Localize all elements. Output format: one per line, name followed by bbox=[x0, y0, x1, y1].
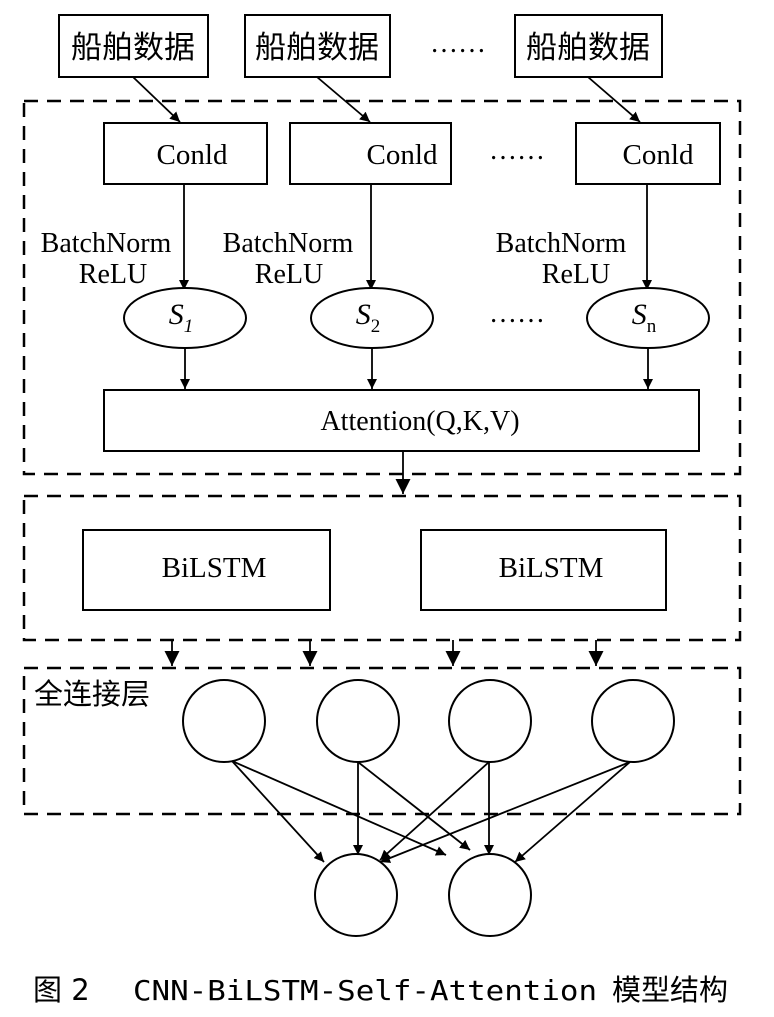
arrow-input-2-to-conv-2 bbox=[316, 76, 371, 123]
bilstm-box-1: BiLSTM bbox=[82, 529, 331, 611]
fc-neuron-4 bbox=[591, 679, 675, 763]
state-letter-2: S bbox=[356, 298, 371, 331]
relu-label-2: ReLU bbox=[255, 259, 323, 290]
svg-text:S1: S1 bbox=[169, 298, 194, 337]
figure-number: 图 2 bbox=[33, 973, 90, 1007]
state-sub-1: 1 bbox=[184, 316, 194, 337]
edge-n1-to-o1 bbox=[231, 760, 325, 863]
bilstm-group bbox=[22, 494, 742, 642]
output-neuron-1 bbox=[314, 853, 398, 937]
edge-n2-to-o2 bbox=[357, 761, 471, 851]
bilstm-label-1: BiLSTM bbox=[162, 552, 267, 584]
conv-box-2: Conld bbox=[289, 122, 452, 185]
conv-label-3: Conld bbox=[623, 139, 694, 171]
arrow-input-1-to-conv-1 bbox=[132, 76, 181, 123]
input-label-3: 船舶数据 bbox=[526, 30, 650, 66]
edge-n1-to-o2 bbox=[231, 760, 447, 856]
output-neuron-2 bbox=[448, 853, 532, 937]
input-box-1: 船舶数据 bbox=[58, 14, 209, 78]
fc-layer-label: 全连接层 bbox=[34, 677, 150, 711]
input-box-3: 船舶数据 bbox=[514, 14, 663, 78]
fc-neuron-2 bbox=[316, 679, 400, 763]
fc-neuron-1 bbox=[182, 679, 266, 763]
conv-ellipsis: …… bbox=[489, 135, 545, 166]
input-label-2: 船舶数据 bbox=[255, 30, 379, 66]
conv-label-1: Conld bbox=[157, 139, 228, 171]
figure-title-suffix: 模型结构 bbox=[612, 973, 728, 1007]
batchnorm-label-3: BatchNorm bbox=[496, 228, 627, 259]
attention-box: Attention(Q,K,V) bbox=[103, 389, 700, 452]
state-node-1: S1 bbox=[123, 287, 247, 349]
arrow-input-3-to-conv-3 bbox=[587, 76, 641, 123]
relu-label-1: ReLU bbox=[79, 259, 147, 290]
input-box-2: 船舶数据 bbox=[244, 14, 391, 78]
state-node-n: Sn bbox=[586, 287, 710, 349]
state-node-2: S2 bbox=[310, 287, 434, 349]
figure-title: CNN-BiLSTM-Self-Attention bbox=[133, 974, 597, 1007]
input-label-1: 船舶数据 bbox=[71, 30, 195, 66]
bilstm-box-2: BiLSTM bbox=[420, 529, 667, 611]
svg-text:Sn: Sn bbox=[632, 298, 657, 337]
batchnorm-label-2: BatchNorm bbox=[223, 228, 354, 259]
edge-n4-to-o1 bbox=[379, 761, 631, 863]
state-letter-1: S bbox=[169, 298, 184, 331]
fully-connected-group bbox=[22, 666, 742, 816]
cnn-attention-group bbox=[22, 99, 742, 476]
state-sub-2: 2 bbox=[371, 316, 381, 337]
edge-n4-to-o2 bbox=[514, 761, 631, 863]
conv-box-3: Conld bbox=[575, 122, 721, 185]
relu-label-3: ReLU bbox=[542, 259, 610, 290]
state-letter-n: S bbox=[632, 298, 647, 331]
batchnorm-label-1: BatchNorm bbox=[41, 228, 172, 259]
input-ellipsis: …… bbox=[430, 28, 486, 59]
state-sub-n: n bbox=[647, 316, 657, 337]
edge-n3-to-o1 bbox=[379, 761, 490, 861]
conv-label-2: Conld bbox=[367, 139, 438, 171]
bilstm-label-2: BiLSTM bbox=[499, 552, 604, 584]
state-ellipsis: …… bbox=[489, 298, 545, 329]
conv-box-1: Conld bbox=[103, 122, 268, 185]
svg-text:S2: S2 bbox=[356, 298, 381, 337]
attention-label: Attention(Q,K,V) bbox=[320, 406, 519, 437]
fc-neuron-3 bbox=[448, 679, 532, 763]
